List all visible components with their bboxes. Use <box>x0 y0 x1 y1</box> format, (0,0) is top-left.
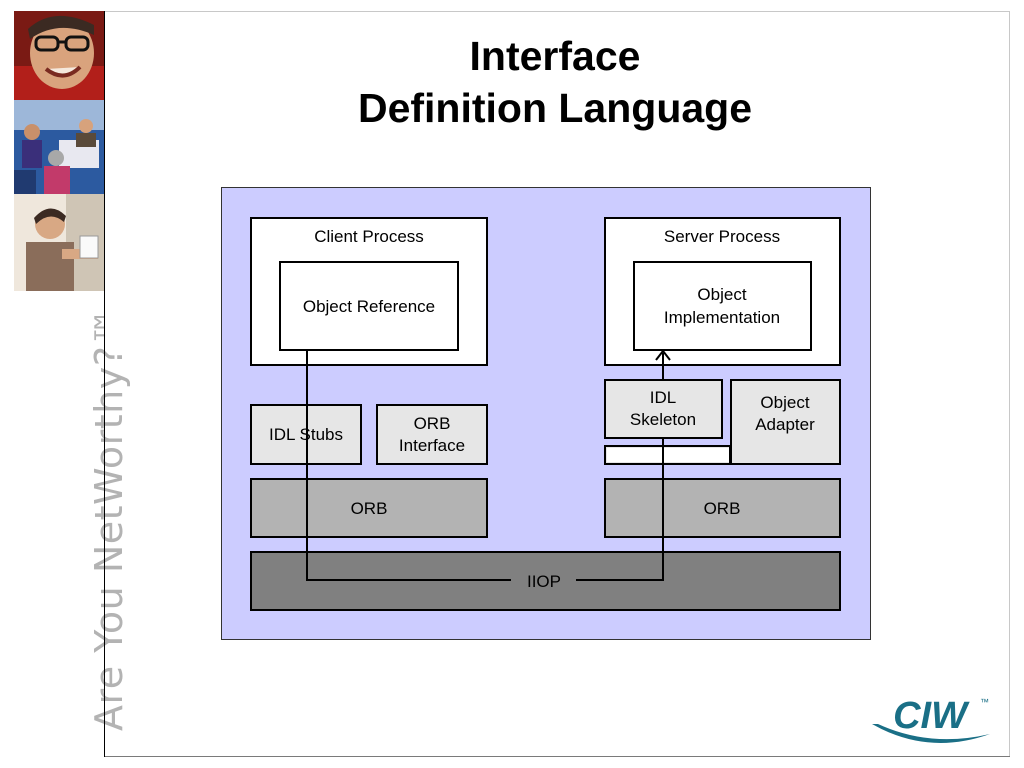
idl-skeleton-label-line1: IDL <box>650 388 676 407</box>
title-line-2: Definition Language <box>357 85 753 131</box>
object-reference-box <box>279 261 459 351</box>
idl-architecture-diagram: Client Process Object Reference Server P… <box>221 187 871 646</box>
client-orb-label: ORB <box>351 499 388 518</box>
client-orb-box <box>250 478 488 538</box>
orb-interface-box <box>376 404 488 465</box>
ciw-logo: CIW ™ <box>868 690 998 751</box>
object-reference-label: Object Reference <box>303 297 435 316</box>
object-implementation-label-line1: Object <box>697 285 746 304</box>
orb-interface-label-line1: ORB <box>414 414 451 433</box>
sidebar-photo-student <box>14 194 104 291</box>
title-line-1: Interface <box>469 33 641 79</box>
connector-arrowhead <box>655 349 671 361</box>
sidebar-tagline: Are You NetWorthy?™ <box>87 307 131 731</box>
sidebar-photo-smiling-man <box>14 11 104 100</box>
slide-border-bottom <box>14 756 1010 757</box>
object-adapter-inner-fill <box>607 448 730 462</box>
server-orb-label: ORB <box>704 499 741 518</box>
object-adapter-label-line1: Object <box>760 393 809 412</box>
svg-text:CIW: CIW <box>893 695 970 737</box>
client-to-server-connector <box>306 350 664 581</box>
orb-interface-label-line2: Interface <box>399 436 465 455</box>
server-orb-box <box>604 478 841 538</box>
iiop-label: IIOP <box>527 572 561 591</box>
slide-border-top <box>14 11 1010 12</box>
idl-skeleton-label-line2: Skeleton <box>630 410 696 429</box>
page-title: Interface Definition Language <box>250 30 860 134</box>
object-adapter-label-line2: Adapter <box>755 415 815 434</box>
sidebar-divider <box>104 11 105 757</box>
object-adapter-box <box>730 379 841 465</box>
client-process-label: Client Process <box>314 227 424 246</box>
sidebar: Are You NetWorthy?™ <box>14 11 131 757</box>
slide-border-right <box>1009 11 1010 756</box>
svg-text:™: ™ <box>980 697 989 707</box>
object-implementation-box <box>633 261 812 351</box>
object-implementation-label-line2: Implementation <box>664 308 780 327</box>
sidebar-photo-classroom <box>14 100 104 194</box>
server-process-label: Server Process <box>664 227 780 246</box>
